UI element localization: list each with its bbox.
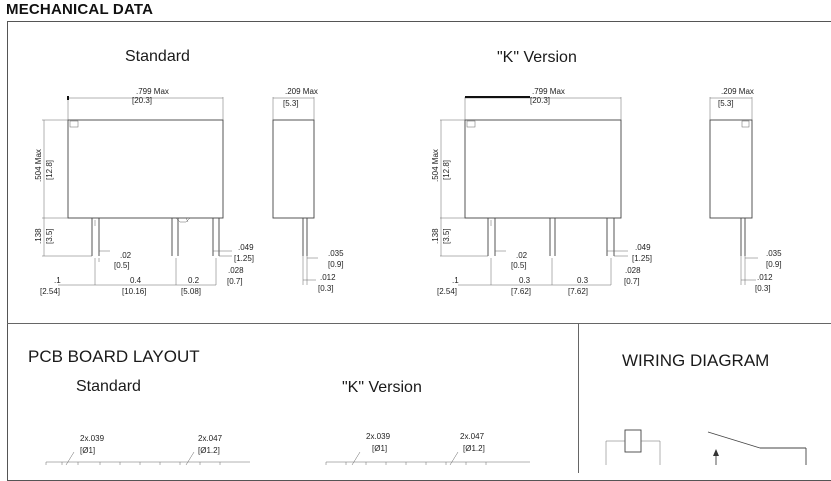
std-pin-t-in: .028	[228, 266, 244, 275]
k-pin-dia-in: .049	[635, 243, 651, 252]
k-pin-len-in: .138	[431, 228, 440, 244]
pcb-k-hole1-mm: [Ø1]	[372, 444, 387, 453]
k-side-width-in: .209 Max	[721, 87, 754, 96]
k-side-width-mm: [5.3]	[718, 99, 734, 108]
k-version-title: "K" Version	[497, 49, 577, 66]
std-span-in: 0.4	[130, 276, 142, 285]
wiring-divider	[578, 323, 579, 473]
k-pin-w-mm: [0.5]	[511, 261, 527, 270]
section-heading: MECHANICAL DATA	[6, 1, 154, 18]
k-span-in: 0.3	[519, 276, 531, 285]
std-width-in: .799 Max	[136, 87, 169, 96]
std-pitch1-mm: [2.54]	[40, 287, 60, 296]
k-version-front-view: .799 Max [20.3] .504 Max [12.8] .138 [3.…	[431, 87, 652, 296]
pcb-std-hole2-in: 2x.047	[198, 434, 223, 443]
std-side-width-mm: [5.3]	[283, 99, 299, 108]
k-span-mm: [7.62]	[511, 287, 531, 296]
std-side-pin-in: .035	[328, 249, 344, 258]
k-side-pin2-mm: [0.3]	[755, 284, 771, 293]
std-side-pin-mm: [0.9]	[328, 260, 344, 269]
pcb-k-hole1-in: 2x.039	[366, 432, 391, 441]
standard-side-view: .209 Max [5.3] .035 [0.9] .012 [0.3]	[272, 87, 344, 293]
standard-title: Standard	[125, 48, 190, 65]
pcb-standard-title: Standard	[76, 378, 141, 395]
std-pin-len-in: .138	[34, 228, 43, 244]
k-side-pin-in: .035	[766, 249, 782, 258]
k-width-in: .799 Max	[532, 87, 565, 96]
k-pin-t-in: .028	[625, 266, 641, 275]
std-pin-w-in: .02	[120, 251, 132, 260]
std-pin-w-mm: [0.5]	[114, 261, 130, 270]
pcb-std-hole1-in: 2x.039	[80, 434, 105, 443]
standard-front-view: .799 Max [20.3] .504 Max [12.8] .138 [3.…	[34, 87, 254, 296]
std-pitch1-in: .1	[54, 276, 61, 285]
std-pin-dia-in: .049	[238, 243, 254, 252]
k-pitch1-mm: [2.54]	[437, 287, 457, 296]
std-side-pin2-in: .012	[320, 273, 336, 282]
std-pin-len-mm: [3.5]	[45, 228, 54, 244]
k-width-mm: [20.3]	[530, 96, 550, 105]
pcb-std-hole2-mm: [Ø1.2]	[198, 446, 220, 455]
pcb-k-version-layout: 2x.039 [Ø1] 2x.047 [Ø1.2]	[325, 432, 530, 465]
wiring-diagram	[605, 429, 807, 465]
k-side-pin2-in: .012	[757, 273, 773, 282]
std-height-in: .504 Max	[34, 149, 43, 182]
pcb-std-hole1-mm: [Ø1]	[80, 446, 95, 455]
std-height-mm: [12.8]	[45, 160, 54, 180]
k-span2-in: 0.3	[577, 276, 589, 285]
std-pin-dia-mm: [1.25]	[234, 254, 254, 263]
k-span2-mm: [7.62]	[568, 287, 588, 296]
k-pin-t-mm: [0.7]	[624, 277, 640, 286]
std-side-pin2-mm: [0.3]	[318, 284, 334, 293]
section-divider	[7, 323, 831, 324]
pcb-standard-layout: 2x.039 [Ø1] 2x.047 [Ø1.2]	[45, 434, 250, 465]
pcb-k-hole2-in: 2x.047	[460, 432, 485, 441]
pcb-title: PCB BOARD LAYOUT	[28, 347, 200, 366]
k-side-pin-mm: [0.9]	[766, 260, 782, 269]
std-pin-t-mm: [0.7]	[227, 277, 243, 286]
std-span2-mm: [5.08]	[181, 287, 201, 296]
k-version-side-view: .209 Max [5.3] .035 [0.9] .012 [0.3]	[709, 87, 782, 293]
mechanical-drawing: .799 Max [20.3] .504 Max [12.8] .138 [3.…	[34, 87, 807, 465]
std-width-mm: [20.3]	[132, 96, 152, 105]
pcb-k-version-title: "K" Version	[342, 379, 422, 396]
k-pin-w-in: .02	[516, 251, 528, 260]
k-pin-len-mm: [3.5]	[442, 228, 451, 244]
std-side-width-in: .209 Max	[285, 87, 318, 96]
pcb-k-hole2-mm: [Ø1.2]	[463, 444, 485, 453]
k-height-mm: [12.8]	[442, 160, 451, 180]
k-height-in: .504 Max	[431, 149, 440, 182]
wiring-title: WIRING DIAGRAM	[622, 351, 770, 370]
k-pitch1-in: .1	[452, 276, 459, 285]
k-pin-dia-mm: [1.25]	[632, 254, 652, 263]
std-span-mm: [10.16]	[122, 287, 146, 296]
std-span2-in: 0.2	[188, 276, 200, 285]
